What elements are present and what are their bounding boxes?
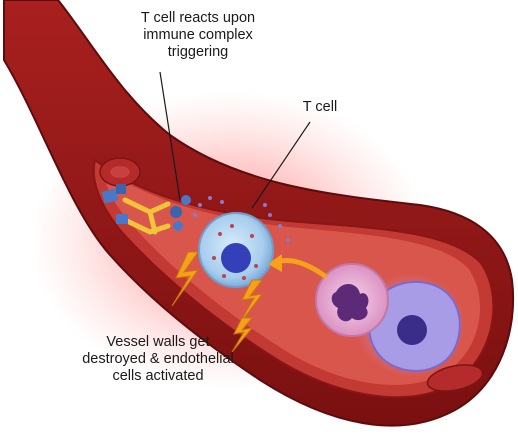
- red-blood-cell: [110, 166, 130, 178]
- antigen: [170, 206, 182, 218]
- label-vessel-walls: Vessel walls get destroyed & endothelial…: [58, 334, 258, 385]
- antigen: [173, 221, 183, 231]
- label-line: immune complex: [118, 27, 278, 44]
- label-t-cell-reacts: T cell reacts upon immune complex trigge…: [118, 10, 278, 61]
- label-line: triggering: [118, 44, 278, 61]
- t-cell-nucleus: [221, 243, 251, 273]
- label-line: cells activated: [58, 368, 258, 385]
- antigen: [116, 214, 128, 224]
- t-cell: [199, 213, 273, 287]
- antigen: [116, 184, 126, 194]
- label-line: T cell reacts upon: [118, 10, 278, 27]
- macrophage-nucleus: [397, 315, 427, 345]
- label-line: Vessel walls get: [58, 334, 258, 351]
- label-line: destroyed & endothelial: [58, 351, 258, 368]
- label-t-cell: T cell: [290, 99, 350, 116]
- antigen: [181, 195, 191, 205]
